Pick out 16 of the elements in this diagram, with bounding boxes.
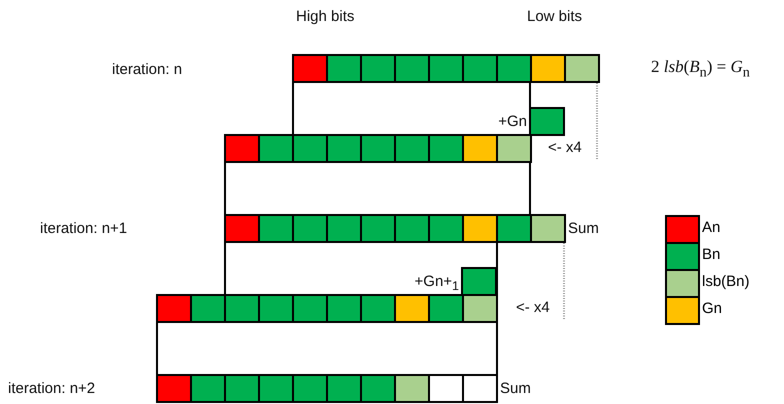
legend-label: Gn xyxy=(702,300,722,318)
label-text: iteration: n+2 xyxy=(8,380,96,398)
label-text: Sum xyxy=(500,380,531,398)
label-text: +Gn xyxy=(498,113,527,131)
label-text: <- x4 xyxy=(548,139,582,157)
label-text: iteration: n+1 xyxy=(40,220,128,238)
label-text: Low bits xyxy=(527,8,582,26)
label-text: High bits xyxy=(296,8,354,26)
legend-label: lsb(Bn) xyxy=(702,273,750,291)
label-text: iteration: n xyxy=(112,61,182,79)
label-text: +Gn+$_{1}$ xyxy=(414,273,459,295)
formula-text: 2 lsb(B$_{n}$) = G$_{n}$ xyxy=(651,58,750,82)
legend-label: An xyxy=(702,219,720,237)
legend-label: Bn xyxy=(702,246,720,264)
label-text: <- x4 xyxy=(516,299,550,317)
label-text: Sum xyxy=(568,220,599,238)
